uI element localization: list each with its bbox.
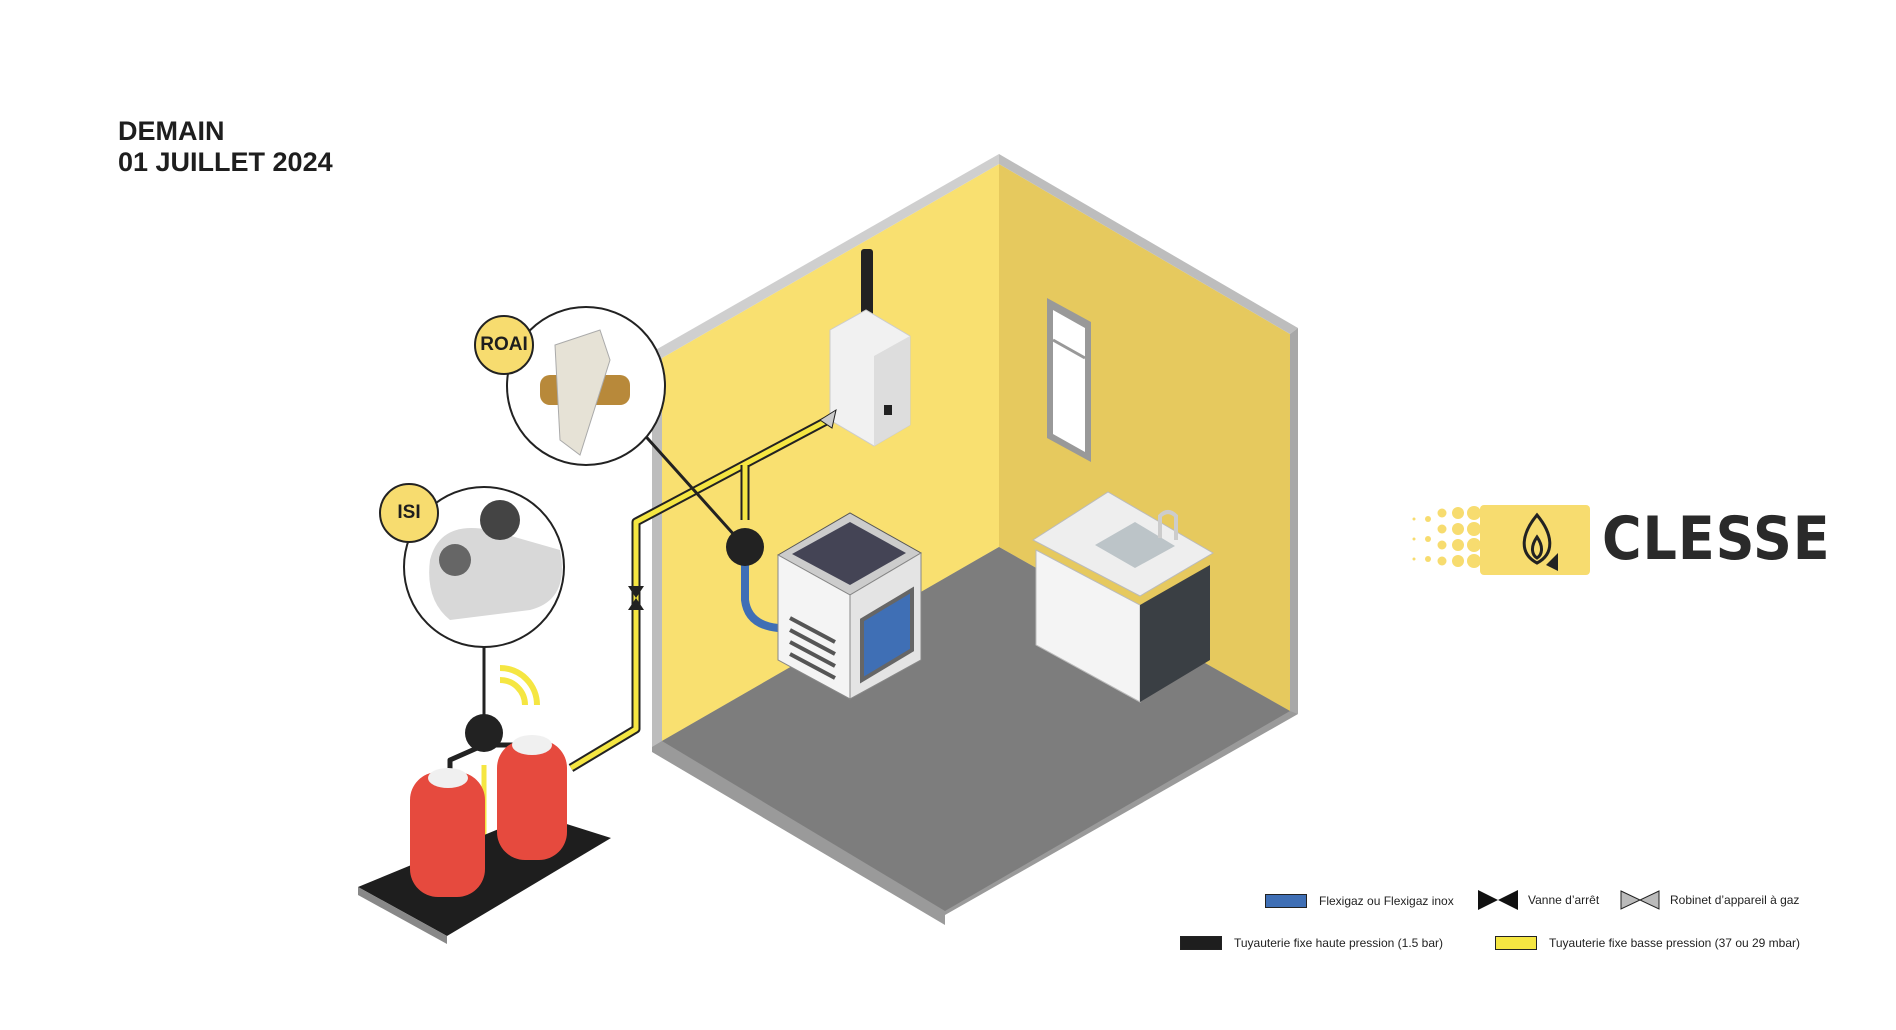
appliance-valve-icon [819,408,837,429]
roai-detail [506,306,666,466]
legend-basse-pression: Tuyauterie fixe basse pression (37 ou 29… [1495,936,1800,950]
flame-icon [1412,505,1590,575]
junction-node [465,714,503,752]
badge-isi: ISI [379,483,439,543]
signal-icon [499,665,540,706]
gas-cylinders [358,735,611,944]
legend-label: Vanne d’arrêt [1528,893,1600,907]
legend-label: Robinet d’appareil à gaz [1670,893,1800,907]
shutoff-valve-icon [628,586,644,610]
sink-cabinet [1032,491,1214,703]
isi-detail [403,486,565,648]
shutoff-valve-icon [1478,890,1518,910]
title-date: 01 JUILLET 2024 [118,147,333,177]
clesse-logo: CLESSE [1410,503,1856,575]
legend-flexigaz: Flexigaz ou Flexigaz inox [1265,894,1454,908]
flexigaz-swatch [1265,894,1307,908]
page-title: DEMAIN 01 JUILLET 2024 [118,116,333,178]
logo-text: CLESSE [1602,504,1831,574]
legend-vanne: Vanne d’arrêt [1478,890,1599,910]
appliance-valve-icon [1620,890,1660,910]
legend-haute-pression: Tuyauterie fixe haute pression (1.5 bar) [1180,936,1443,950]
junction-node [726,528,764,566]
basse-pression-swatch [1495,936,1537,950]
title-line-1: DEMAIN [118,116,225,146]
legend-robinet: Robinet d’appareil à gaz [1620,890,1799,910]
pipes [447,415,833,845]
legend-label: Flexigaz ou Flexigaz inox [1319,894,1454,908]
haute-pression-swatch [1180,936,1222,950]
boiler [829,249,911,447]
legend-label: Tuyauterie fixe basse pression (37 ou 29… [1549,936,1801,950]
window [1047,298,1091,462]
legend-label: Tuyauterie fixe haute pression (1.5 bar) [1234,936,1443,950]
badge-roai: ROAI [474,315,534,375]
stove [776,512,922,700]
